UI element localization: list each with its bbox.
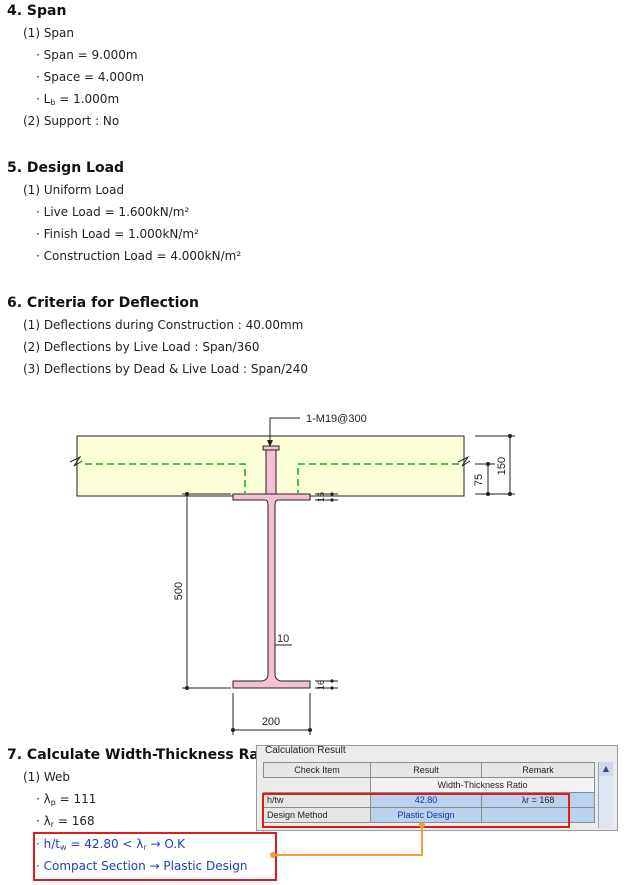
table-group-row: Width-Thickness Ratio	[263, 777, 595, 793]
steel-i-beam	[232, 493, 311, 689]
dim-dot	[185, 492, 189, 496]
dim-150-label: 150	[496, 457, 508, 475]
dim-dot	[185, 686, 189, 690]
highlight-box-result	[33, 832, 277, 881]
lb-text: = 1.000m	[55, 92, 120, 106]
left-break-mark	[69, 455, 83, 467]
lambda-p-line: · λp = 111	[36, 792, 97, 807]
dim-dot	[508, 434, 512, 438]
deflection-construction: (1) Deflections during Construction : 40…	[23, 318, 304, 332]
row-remark	[481, 807, 595, 823]
dim-dot	[330, 679, 334, 683]
lb-symbol: L	[43, 92, 51, 106]
header-remark: Remark	[481, 762, 595, 778]
dim-dot	[330, 492, 334, 496]
ht-subscript: w	[60, 843, 67, 852]
support-line: (2) Support : No	[23, 114, 120, 128]
calculation-result-panel: Calculation Result Check Item Result Rem…	[256, 745, 618, 831]
lambda-r-subscript: r	[50, 820, 55, 829]
dim-dot	[308, 728, 312, 732]
dim-dot	[330, 686, 334, 690]
dim-dot	[486, 492, 490, 496]
dim-dot	[330, 498, 334, 502]
lb-subscript: b	[50, 98, 56, 107]
group-label: Width-Thickness Ratio	[370, 777, 595, 793]
rebar-left	[85, 463, 246, 493]
construction-load-text: Construction Load = 4.000kN/m²	[43, 249, 242, 263]
highlight-box-panel	[262, 793, 570, 828]
finish-load-text: Finish Load = 1.000kN/m²	[43, 227, 199, 241]
composite-beam-section-drawing: 1-M19@300 150 75 16 500 10 16 200	[69, 413, 515, 735]
ht-lambda-subscript: r	[143, 843, 147, 852]
uniform-load-subheading: (1) Uniform Load	[23, 183, 125, 197]
rebar-right	[297, 463, 459, 493]
lambda-r-value: = 168	[54, 814, 95, 828]
dim-16-bot-label: 16	[316, 680, 326, 690]
span-subheading: (1) Span	[23, 26, 75, 40]
ht-check-line: · h/tw = 42.80 < λr → O.K	[36, 837, 185, 852]
dim-200-label: 200	[262, 716, 280, 728]
shear-stud-head	[262, 445, 280, 451]
construction-load-line: · Construction Load = 4.000kN/m²	[36, 249, 242, 263]
header-check-item: Check Item	[263, 762, 371, 778]
connector-dot-start	[270, 852, 276, 858]
lambda-p-value: = 111	[55, 792, 97, 806]
live-load-line: · Live Load = 1.600kN/m²	[36, 205, 190, 219]
dim-75-label: 75	[473, 474, 485, 486]
space-text: Space = 4.000m	[43, 70, 144, 84]
row-item: Design Method	[263, 807, 371, 823]
span-value: · Span = 9.000m	[36, 48, 138, 62]
compact-section-text: Compact Section → Plastic Design	[43, 859, 248, 873]
stud-arrow	[267, 440, 273, 447]
dim-10-label: 10	[277, 633, 289, 645]
row-item: h/tw	[263, 792, 371, 808]
vertical-scrollbar[interactable]: ▲	[598, 762, 613, 828]
section-4-title: 4. Span	[7, 3, 67, 19]
section-6-title: 6. Criteria for Deflection	[7, 295, 199, 311]
connector-dot-end	[419, 822, 425, 828]
section-5-title: 5. Design Load	[7, 160, 125, 176]
stud-label: 1-M19@300	[306, 413, 367, 425]
calculation-result-table: Check Item Result Remark Width-Thickness…	[263, 762, 595, 823]
deflection-dead-live: (3) Deflections by Dead & Live Load : Sp…	[23, 362, 309, 376]
table-row[interactable]: Design Method Plastic Design	[263, 807, 595, 823]
dim-16-top-label: 16	[316, 492, 326, 502]
ht-comparison: = 42.80 < λ	[66, 837, 144, 851]
ht-result: → O.K	[146, 837, 185, 851]
lambda-p-symbol: λ	[43, 792, 51, 806]
scroll-up-icon[interactable]: ▲	[599, 762, 613, 776]
span-text: Span = 9.000m	[43, 48, 138, 62]
finish-load-line: · Finish Load = 1.000kN/m²	[36, 227, 199, 241]
right-break-mark	[457, 455, 471, 467]
dim-dot	[508, 492, 512, 496]
space-value: · Space = 4.000m	[36, 70, 144, 84]
dim-500-label: 500	[173, 582, 185, 600]
web-subheading: (1) Web	[23, 770, 70, 784]
compact-section-line: · Compact Section → Plastic Design	[36, 859, 248, 873]
live-load-text: Live Load = 1.600kN/m²	[43, 205, 190, 219]
deflection-live: (2) Deflections by Live Load : Span/360	[23, 340, 260, 354]
section-7-title: 7. Calculate Width-Thickness Ratio	[7, 747, 280, 763]
lb-value: · Lb = 1.000m	[36, 92, 120, 107]
lambda-r-line: · λr = 168	[36, 814, 95, 829]
dim-dot	[231, 728, 235, 732]
orange-connector-line	[273, 825, 423, 856]
lambda-r-symbol: λ	[43, 814, 51, 828]
stud-leader	[269, 417, 300, 446]
lambda-p-subscript: p	[50, 798, 56, 807]
panel-title: Calculation Result	[263, 745, 348, 756]
dim-dot	[486, 462, 490, 466]
row-result: Plastic Design	[370, 807, 482, 823]
ht-symbol: h/t	[43, 837, 60, 851]
